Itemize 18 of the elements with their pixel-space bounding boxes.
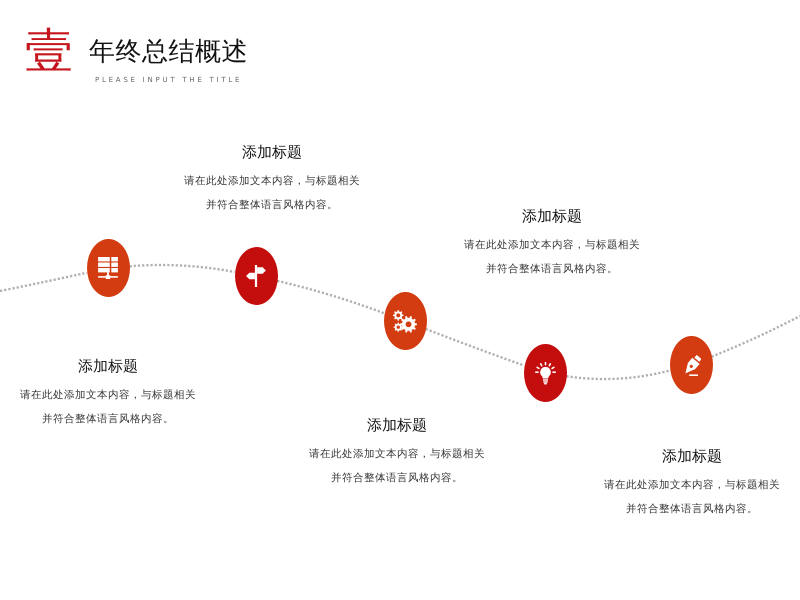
item-description: 请在此处添加文本内容，与标题相关并符合整体语言风格内容。 xyxy=(603,478,781,517)
dotted-connector xyxy=(276,280,385,314)
item-heading: 添加标题 xyxy=(662,446,722,466)
chapter-numeral: 壹 xyxy=(25,24,73,80)
dotted-connector xyxy=(129,264,235,274)
item-description: 请在此处添加文本内容，与标题相关并符合整体语言风格内容。 xyxy=(19,388,197,427)
item-heading: 添加标题 xyxy=(367,415,427,435)
dotted-connector xyxy=(566,369,670,380)
page-title: 年终总结概述 xyxy=(89,36,248,69)
dotted-connector xyxy=(425,328,525,367)
dotted-connector xyxy=(0,272,88,292)
item-description: 请在此处添加文本内容，与标题相关并符合整体语言风格内容。 xyxy=(183,174,361,213)
item-heading: 添加标题 xyxy=(522,206,582,226)
item-description: 请在此处添加文本内容，与标题相关并符合整体语言风格内容。 xyxy=(308,447,486,486)
dotted-connector xyxy=(711,314,800,358)
item-heading: 添加标题 xyxy=(78,356,138,376)
item-description: 请在此处添加文本内容，与标题相关并符合整体语言风格内容。 xyxy=(463,238,641,277)
item-heading: 添加标题 xyxy=(242,142,302,162)
